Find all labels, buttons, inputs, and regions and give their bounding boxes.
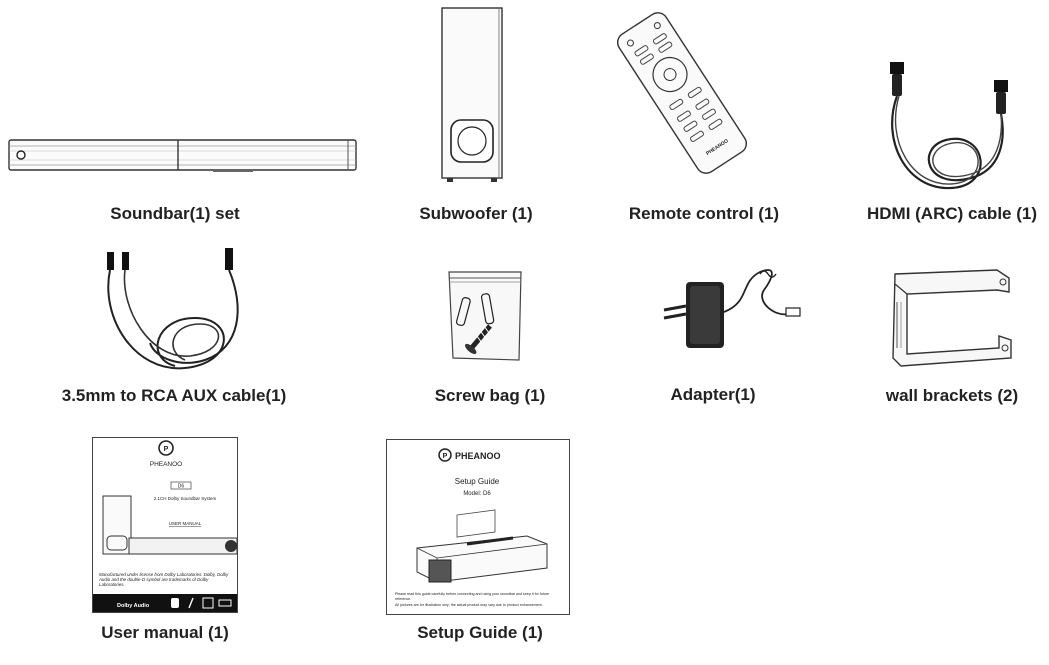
caption-user-manual: User manual (1) [101, 623, 229, 642]
remote-control-illustration: PHEANOO [615, 3, 750, 183]
setup-guide-brand: PHEANOO [455, 451, 501, 461]
svg-text:P: P [164, 446, 169, 453]
wall-brackets-illustration [887, 262, 1017, 372]
user-manual-license: Manufactured under license from Dolby La… [99, 572, 229, 588]
setup-guide-note-1: Please read this guide carefully before … [395, 592, 550, 601]
user-manual-illustration: P PHEANOO D6 2.1CH Dolby Soundbar System… [92, 437, 238, 613]
subwoofer-illustration [441, 7, 503, 183]
caption-screw-bag: Screw bag (1) [434, 386, 546, 405]
caption-adapter: Adapter(1) [670, 385, 756, 404]
setup-guide-title: Setup Guide [455, 477, 500, 486]
rca-aux-cable-illustration [95, 248, 255, 378]
caption-rca-aux-cable: 3.5mm to RCA AUX cable(1) [61, 386, 287, 405]
setup-guide-model: Model: D6 [463, 491, 491, 497]
setup-guide-illustration: P PHEANOO Setup Guide Model: D6 Please r… [386, 439, 570, 615]
caption-wall-brackets: wall brackets (2) [885, 386, 1019, 405]
setup-guide-note-2: All pictures are for illustration only; … [395, 603, 543, 608]
user-manual-product: 2.1CH Dolby Soundbar System [154, 496, 217, 501]
soundbar-illustration [8, 138, 358, 172]
user-manual-brand: PHEANOO [150, 461, 183, 468]
caption-setup-guide: Setup Guide (1) [417, 623, 543, 642]
adapter-illustration [660, 262, 805, 357]
caption-subwoofer: Subwoofer (1) [419, 204, 533, 223]
caption-soundbar: Soundbar(1) set [110, 204, 240, 223]
svg-text:P: P [443, 453, 448, 460]
caption-hdmi-cable: HDMI (ARC) cable (1) [866, 204, 1037, 223]
user-manual-title: USER MANUAL [169, 521, 202, 526]
hdmi-cable-illustration [876, 60, 1016, 200]
screw-bag-illustration [445, 268, 525, 363]
user-manual-dolby: Dolby Audio [117, 603, 150, 609]
user-manual-model: D6 [178, 484, 185, 490]
caption-remote-control: Remote control (1) [628, 204, 780, 223]
